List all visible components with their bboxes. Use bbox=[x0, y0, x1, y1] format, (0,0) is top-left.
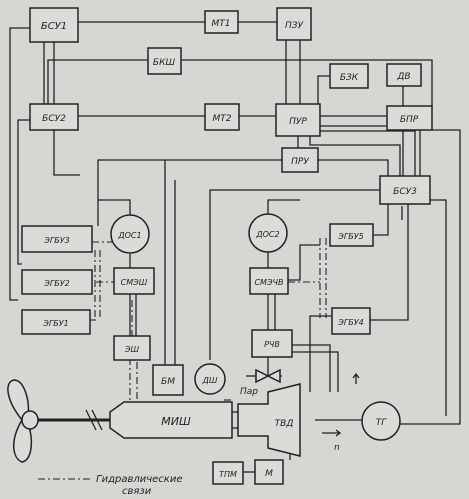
block-bksh: БКШ bbox=[147, 47, 182, 75]
block-tpm: ТПМ bbox=[212, 461, 244, 485]
block-dv: ДВ bbox=[386, 63, 422, 87]
block-pur: ПУР bbox=[275, 103, 321, 137]
block-egbu2: ЭГБУ2 bbox=[21, 269, 93, 295]
block-tg: ТГ bbox=[361, 401, 401, 441]
hydraulic-lines bbox=[38, 238, 327, 480]
block-bsu1: БСУ1 bbox=[29, 7, 79, 43]
svg-text:ЭГБУ1: ЭГБУ1 bbox=[42, 319, 69, 328]
svg-text:БСУ1: БСУ1 bbox=[41, 21, 67, 32]
svg-text:ПУР: ПУР bbox=[289, 117, 307, 127]
svg-text:М: М bbox=[265, 469, 273, 479]
svg-text:МТ2: МТ2 bbox=[213, 114, 232, 124]
block-dos1: ДОС1 bbox=[110, 214, 150, 254]
svg-text:РЧВ: РЧВ bbox=[264, 340, 280, 349]
block-bpr: БПР bbox=[386, 105, 433, 131]
block-esh: ЭШ bbox=[113, 335, 151, 361]
svg-text:СМЭЧВ: СМЭЧВ bbox=[254, 278, 283, 287]
svg-text:ДОС1: ДОС1 bbox=[117, 231, 141, 240]
block-smesh: СМЭШ bbox=[113, 267, 155, 295]
svg-text:СМЭШ: СМЭШ bbox=[121, 278, 148, 287]
block-egbu1: ЭГБУ1 bbox=[21, 309, 91, 335]
svg-text:МИШ: МИШ bbox=[161, 415, 191, 428]
block-bm: БМ bbox=[152, 364, 184, 396]
svg-text:БСУ2: БСУ2 bbox=[42, 114, 66, 124]
block-pru: ПРУ bbox=[281, 147, 319, 173]
svg-text:ДШ: ДШ bbox=[202, 376, 218, 385]
svg-text:ДОС2: ДОС2 bbox=[255, 230, 279, 239]
svg-text:ТПМ: ТПМ bbox=[219, 470, 237, 479]
block-tvd: ТВД bbox=[237, 383, 301, 457]
steam-label: Пар bbox=[240, 387, 258, 397]
connection-lines bbox=[9, 21, 461, 473]
svg-text:БКШ: БКШ bbox=[153, 58, 176, 68]
svg-text:ПЗУ: ПЗУ bbox=[285, 21, 304, 31]
svg-text:ТВД: ТВД bbox=[275, 419, 294, 429]
block-smechv: СМЭЧВ bbox=[249, 267, 289, 295]
svg-text:ЭГБУ5: ЭГБУ5 bbox=[337, 232, 364, 241]
svg-text:ЭГБУ4: ЭГБУ4 bbox=[337, 318, 364, 327]
svg-text:ЭШ: ЭШ bbox=[124, 345, 140, 354]
svg-text:ПРУ: ПРУ bbox=[291, 157, 309, 167]
block-rchv: РЧВ bbox=[251, 329, 293, 358]
block-egbu4: ЭГБУ4 bbox=[331, 307, 371, 335]
block-mt2: МТ2 bbox=[204, 103, 240, 131]
blocks: БСУ1 МТ1 ПЗУ БКШ БЗК ДВ БСУ2 МТ2 bbox=[21, 7, 433, 485]
propeller-icon bbox=[7, 379, 110, 463]
svg-text:БЗК: БЗК bbox=[340, 73, 359, 83]
legend-line-1: Гидравлические bbox=[96, 474, 183, 485]
arrows bbox=[322, 206, 403, 437]
legend: Гидравлические связи bbox=[96, 474, 183, 497]
block-egbu5: ЭГБУ5 bbox=[329, 223, 374, 247]
block-mt1: МТ1 bbox=[204, 10, 239, 34]
svg-text:БМ: БМ bbox=[161, 377, 175, 387]
steam-valve-icon bbox=[255, 368, 281, 384]
block-pzu: ПЗУ bbox=[276, 7, 312, 41]
svg-text:ДВ: ДВ bbox=[396, 72, 410, 82]
svg-text:БСУ3: БСУ3 bbox=[393, 187, 417, 197]
block-bsu3: БСУ3 bbox=[379, 175, 431, 205]
block-dos2: ДОС2 bbox=[248, 213, 288, 253]
block-dsh: ДШ bbox=[194, 363, 226, 395]
block-m: М bbox=[254, 459, 284, 485]
block-bzk: БЗК bbox=[329, 63, 369, 89]
svg-text:БПР: БПР bbox=[400, 115, 419, 125]
block-egbu3: ЭГБУ3 bbox=[21, 225, 93, 253]
svg-text:ЭГБУ3: ЭГБУ3 bbox=[43, 236, 70, 245]
svg-text:ТГ: ТГ bbox=[376, 418, 387, 428]
rotation-speed-label: n bbox=[334, 443, 340, 453]
legend-line-2: связи bbox=[122, 486, 152, 495]
block-bsu2: БСУ2 bbox=[29, 103, 79, 131]
svg-text:МТ1: МТ1 bbox=[212, 19, 231, 29]
svg-text:ЭГБУ2: ЭГБУ2 bbox=[43, 279, 70, 288]
block-mish: МИШ bbox=[109, 401, 233, 439]
